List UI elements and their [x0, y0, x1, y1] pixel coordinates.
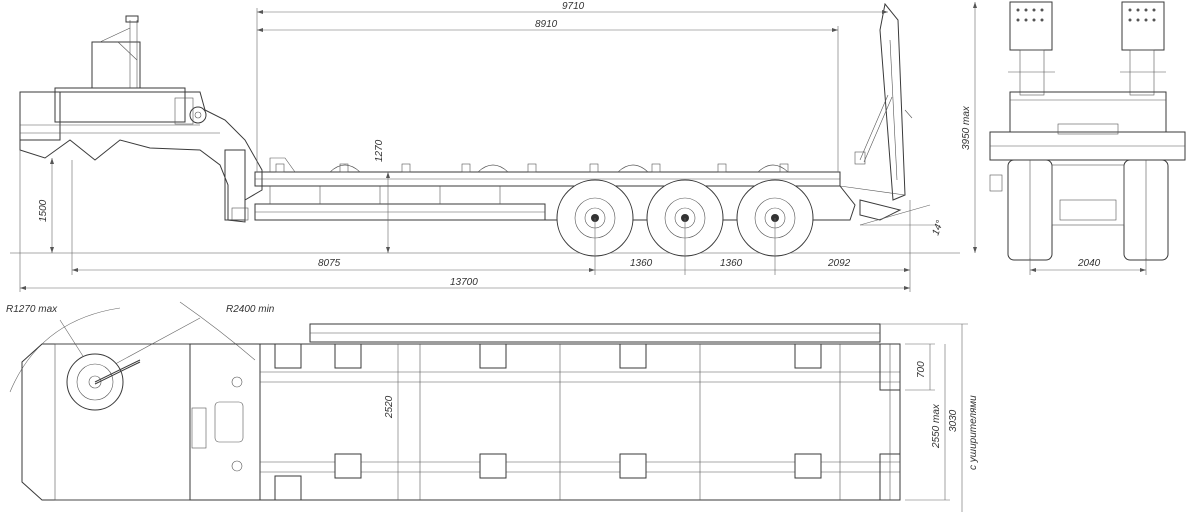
dim-axle-spacing-2: 1360	[720, 258, 743, 269]
dim-inner-width: 2520	[384, 395, 395, 419]
dim-coupling-height: 1500	[38, 199, 49, 222]
dim-deck-total: 9710	[562, 1, 585, 12]
dim-extension-note: с уширителями	[968, 395, 979, 470]
dim-extension-width: 3030	[948, 409, 959, 432]
dim-overall-width: 2550 max	[931, 403, 942, 449]
dim-deck-height: 1270	[374, 139, 385, 162]
dim-ramp-width: 700	[916, 361, 927, 378]
dim-front-radius: R1270 max	[6, 304, 58, 315]
dim-kingpin-axle: 8075	[318, 258, 341, 269]
top-view: R1270 max R2400 min	[6, 301, 979, 512]
dim-rear-overhang: 2092	[827, 258, 851, 269]
side-view: 9710 8910 1270 1500 8075 1360 1360 2092	[10, 1, 960, 292]
dim-overall-length: 13700	[450, 277, 478, 288]
dim-axle-spacing-1: 1360	[630, 258, 653, 269]
dim-deck-length: 8910	[535, 19, 558, 30]
dim-overall-height: 3950 max	[961, 105, 972, 150]
dim-track-width: 2040	[1077, 258, 1101, 269]
dim-ramp-angle: 14°	[930, 219, 946, 237]
dim-turn-radius: R2400 min	[226, 304, 275, 315]
rear-view: 3950 max 2040	[961, 1, 1186, 275]
